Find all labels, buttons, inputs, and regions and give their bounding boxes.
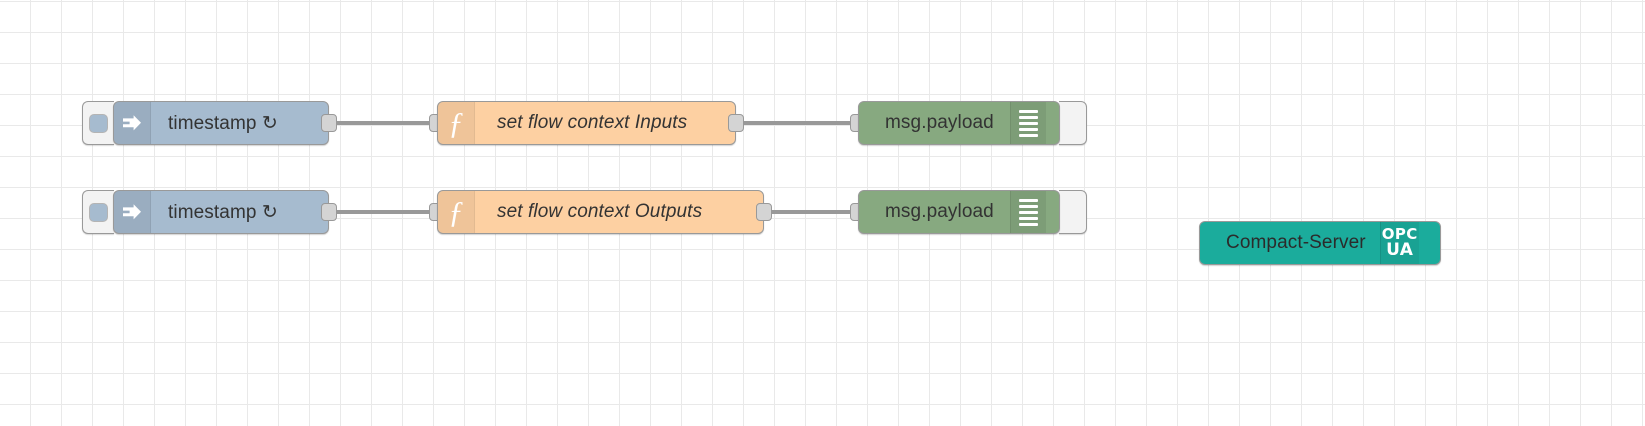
function-node-label: set flow context Inputs <box>497 112 688 133</box>
inject-trigger-button-outputs[interactable] <box>82 190 114 234</box>
inject-node-label: timestamp ↻ <box>168 201 278 223</box>
function-node-outputs[interactable]: ƒ set flow context Outputs <box>437 190 764 234</box>
debug-list-icon <box>1009 102 1046 144</box>
function-f-icon: ƒ <box>438 191 475 233</box>
function-f-icon: ƒ <box>438 102 475 144</box>
output-port-inject-outputs[interactable] <box>321 203 337 221</box>
opc-ua-icon-top: OPC <box>1381 224 1418 243</box>
debug-enable-toggle-outputs[interactable] <box>1059 190 1087 234</box>
debug-node-inputs[interactable]: msg.payload <box>858 101 1060 145</box>
output-port-function-inputs[interactable] <box>728 114 744 132</box>
debug-node-outputs[interactable]: msg.payload <box>858 190 1060 234</box>
inject-trigger-dot <box>89 113 108 133</box>
opcua-server-node[interactable]: Compact-Server OPC UA <box>1199 221 1441 265</box>
inject-arrow-icon <box>114 102 151 144</box>
inject-node-outputs[interactable]: timestamp ↻ <box>113 190 329 234</box>
inject-arrow-icon <box>114 191 151 233</box>
opc-ua-icon-bottom: UA <box>1386 239 1414 260</box>
output-port-inject-inputs[interactable] <box>321 114 337 132</box>
inject-trigger-button-inputs[interactable] <box>82 101 114 145</box>
inject-trigger-dot <box>89 202 108 222</box>
function-node-inputs[interactable]: ƒ set flow context Inputs <box>437 101 736 145</box>
debug-enable-toggle-inputs[interactable] <box>1059 101 1087 145</box>
opc-ua-icon: OPC UA <box>1379 222 1419 264</box>
opcua-server-label: Compact-Server <box>1226 232 1366 253</box>
output-port-function-outputs[interactable] <box>756 203 772 221</box>
debug-node-label: msg.payload <box>885 112 994 133</box>
inject-node-label: timestamp ↻ <box>168 112 278 134</box>
function-node-label: set flow context Outputs <box>497 201 703 222</box>
debug-node-label: msg.payload <box>885 201 994 222</box>
debug-list-icon <box>1009 191 1046 233</box>
inject-node-inputs[interactable]: timestamp ↻ <box>113 101 329 145</box>
